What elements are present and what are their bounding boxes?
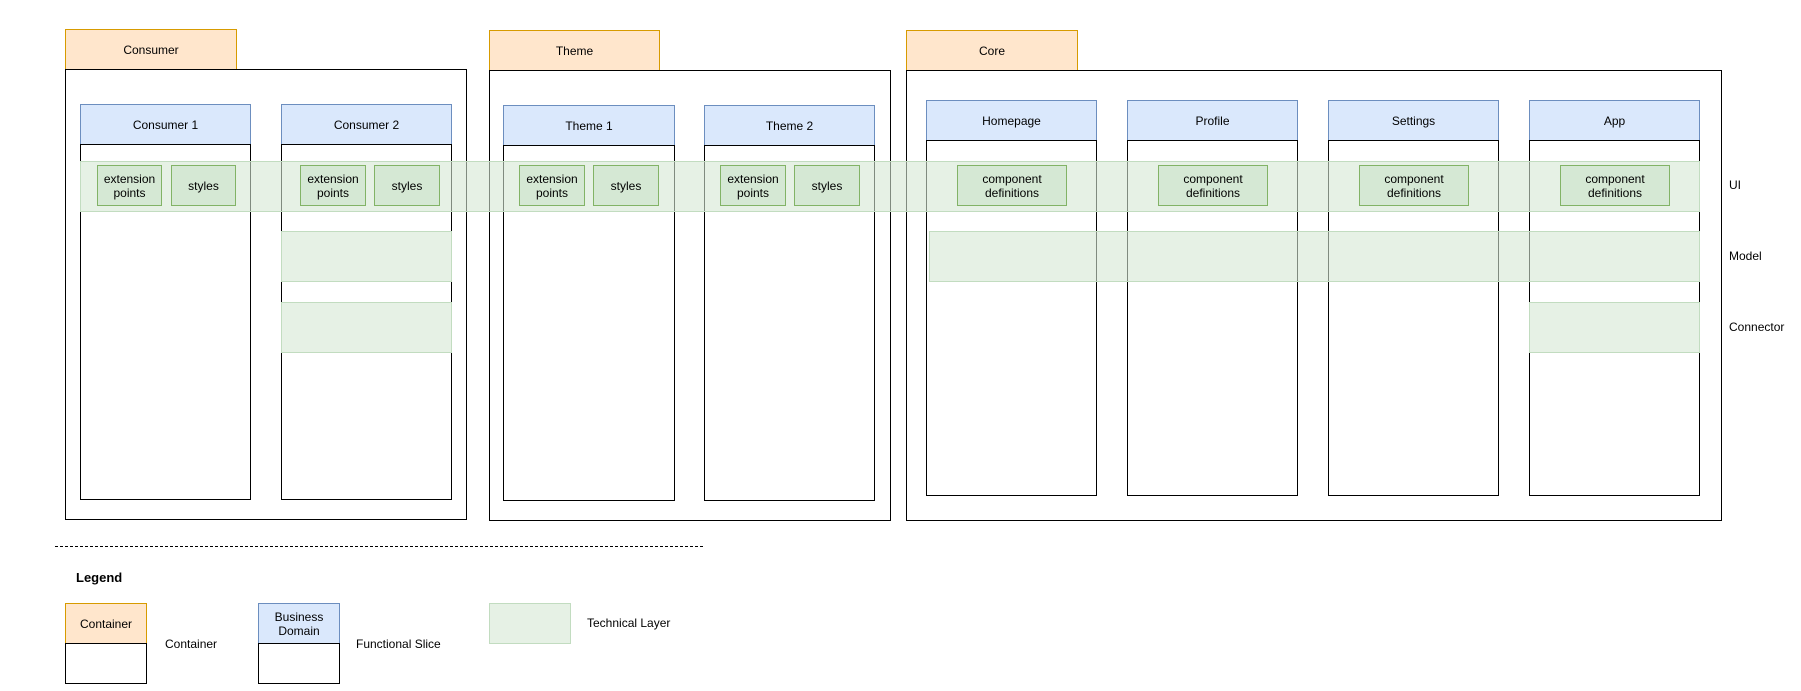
legend-container-tab: Container xyxy=(65,603,147,644)
chip-extension-points-theme-1: extension points xyxy=(519,165,585,206)
layer-connector-consumer-2 xyxy=(281,302,452,353)
slice-profile xyxy=(1127,140,1298,496)
legend-title: Legend xyxy=(76,570,123,585)
layer-label-model: Model xyxy=(1729,249,1762,263)
domain-consumer-2: Consumer 2 xyxy=(281,104,452,145)
domain-theme-1: Theme 1 xyxy=(503,105,675,146)
chip-component-definitions-settings: component definitions xyxy=(1359,165,1469,206)
container-consumer xyxy=(65,69,467,520)
chip-extension-points-theme-2: extension points xyxy=(720,165,786,206)
slice-theme-1 xyxy=(503,145,675,501)
chip-extension-points-consumer-1: extension points xyxy=(97,165,162,206)
legend-container-desc: Container xyxy=(165,637,218,651)
chip-component-definitions-homepage: component definitions xyxy=(957,165,1067,206)
legend-domain-tab: Business Domain xyxy=(258,603,340,644)
domain-consumer-1: Consumer 1 xyxy=(80,104,251,145)
container-tab-consumer: Consumer xyxy=(65,29,237,70)
legend-layer-desc: Technical Layer xyxy=(587,616,671,630)
slice-theme-2 xyxy=(704,145,875,501)
domain-homepage: Homepage xyxy=(926,100,1097,141)
chip-component-definitions-profile: component definitions xyxy=(1158,165,1268,206)
chip-styles-consumer-1: styles xyxy=(171,165,236,206)
chip-styles-theme-1: styles xyxy=(593,165,659,206)
legend-divider xyxy=(55,546,703,547)
domain-app: App xyxy=(1529,100,1700,141)
chip-styles-consumer-2: styles xyxy=(374,165,440,206)
slice-homepage xyxy=(926,140,1097,496)
container-tab-theme: Theme xyxy=(489,30,660,71)
domain-settings: Settings xyxy=(1328,100,1499,141)
slice-consumer-1 xyxy=(80,144,251,500)
container-core xyxy=(906,70,1722,521)
domain-theme-2: Theme 2 xyxy=(704,105,875,146)
container-tab-core: Core xyxy=(906,30,1078,71)
layer-connector-app xyxy=(1529,302,1700,353)
legend-domain-desc: Functional Slice xyxy=(356,637,441,651)
chip-styles-theme-2: styles xyxy=(794,165,860,206)
chip-component-definitions-app: component definitions xyxy=(1560,165,1670,206)
layer-model-core xyxy=(929,231,1700,282)
chip-extension-points-consumer-2: extension points xyxy=(300,165,366,206)
layer-label-connector: Connector xyxy=(1729,320,1785,334)
container-theme xyxy=(489,70,891,521)
layer-label-ui: UI xyxy=(1729,178,1741,192)
layer-model-consumer-2 xyxy=(281,231,452,282)
legend-domain-box xyxy=(258,643,340,684)
legend-layer-swatch xyxy=(489,603,571,644)
legend-container-box xyxy=(65,643,147,684)
slice-settings xyxy=(1328,140,1499,496)
domain-profile: Profile xyxy=(1127,100,1298,141)
